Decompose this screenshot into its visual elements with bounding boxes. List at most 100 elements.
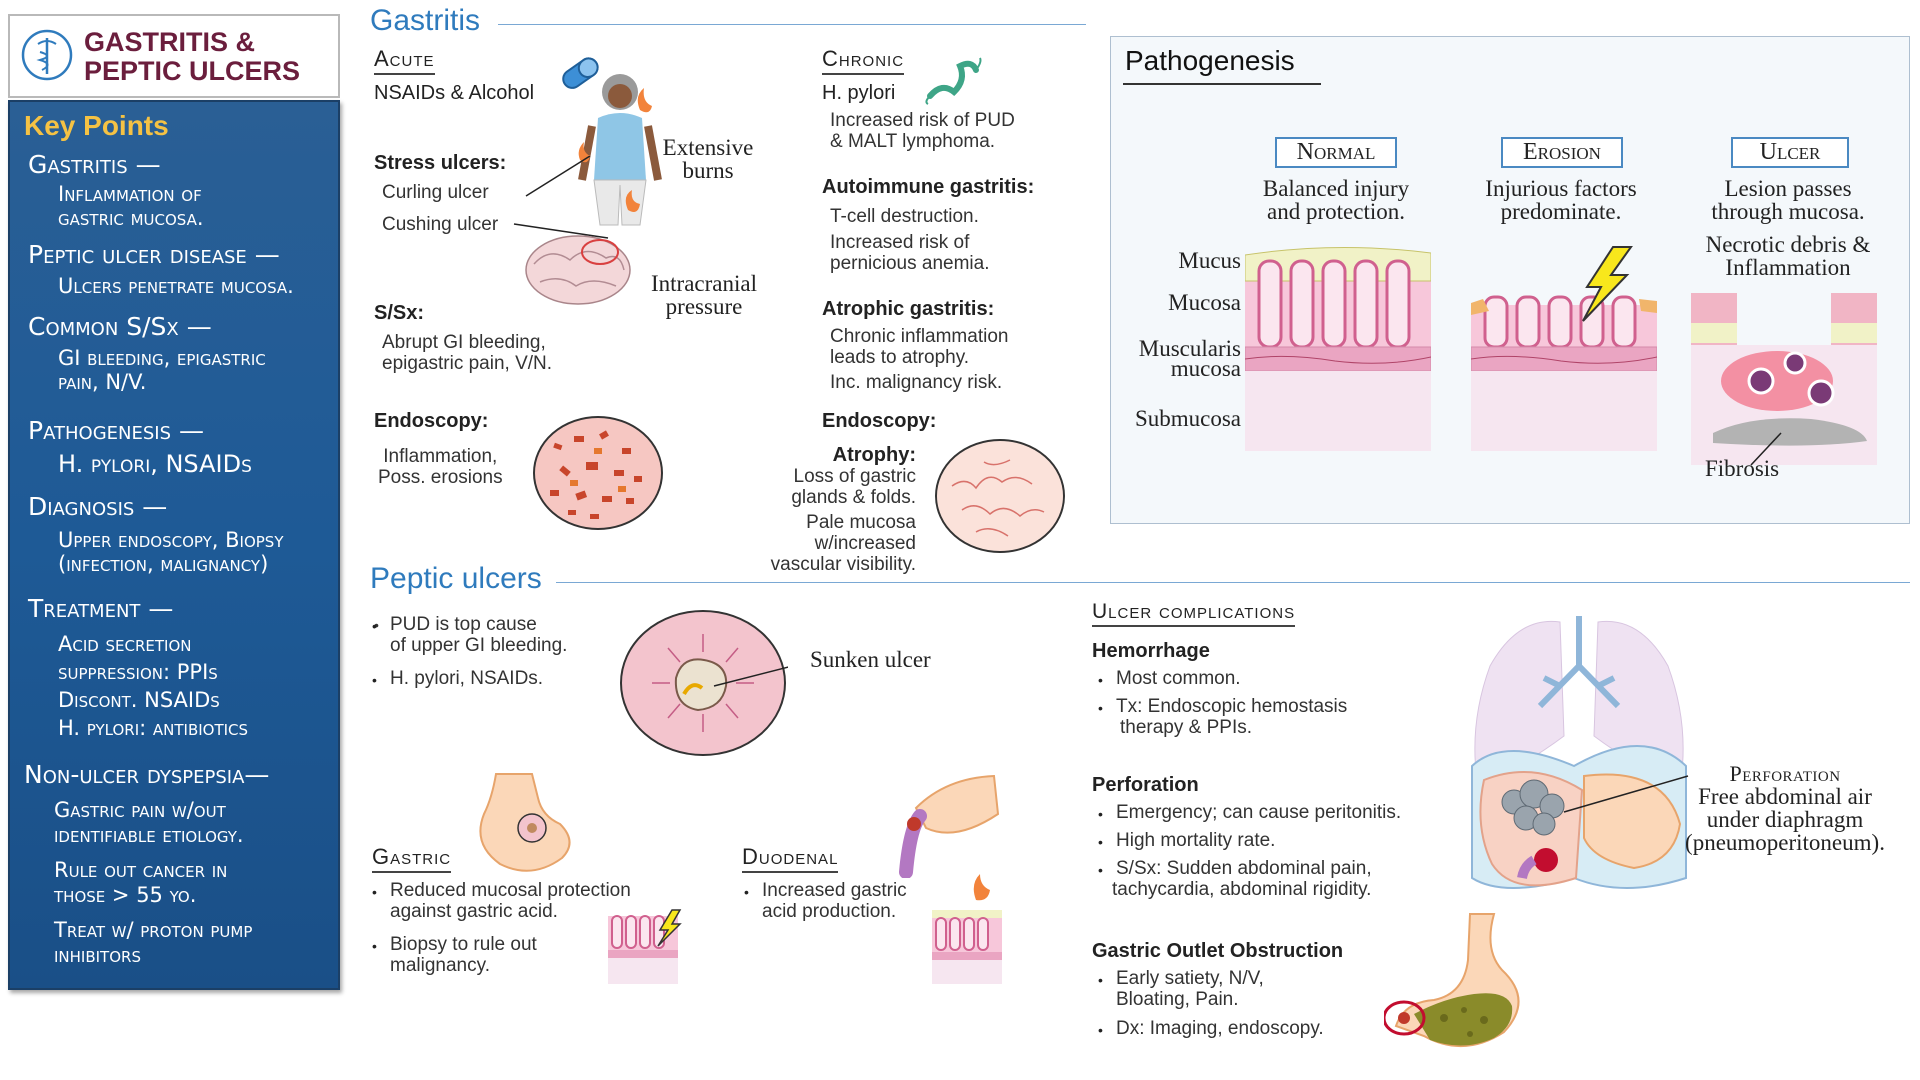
bullet-dot: •: [1098, 862, 1103, 878]
acute-endoscopy-label: Endoscopy:: [374, 410, 489, 432]
ulcer-header: Ulcer: [1731, 137, 1849, 168]
peptic-title: Peptic ulcers: [370, 562, 542, 595]
gastric-stomach-illustration: [479, 773, 571, 872]
gastritis-title: Gastritis: [370, 4, 481, 37]
pathogenesis-box: Pathogenesis Normal Erosion Ulcer Balanc…: [1110, 36, 1910, 524]
ssx-text: Abrupt GI bleeding,epigastric pain, V/N.: [382, 332, 553, 374]
bullet-dot: •: [1098, 806, 1103, 822]
perforation-label: Perforation Free abdominal air under dia…: [1685, 761, 1885, 855]
acute-header: Acute: [374, 46, 435, 75]
kp-treatment: Treatment —: [28, 594, 174, 623]
layer-submucosa: Submucosa: [1134, 406, 1241, 431]
layer-mucosa: Mucosa: [1168, 290, 1241, 315]
acute-cause: NSAIDs & Alcohol: [374, 82, 535, 104]
caduceus-icon: [21, 29, 73, 81]
kp-pud: Peptic ulcer disease —: [28, 240, 280, 269]
kp-pathogenesis: Pathogenesis —: [28, 416, 204, 445]
gastric-tissue-icon: [608, 909, 682, 984]
kp-gastritis: Gastritis —: [28, 150, 161, 179]
acute-endoscopy-image: [533, 416, 663, 530]
chronic-header: Chronic: [822, 46, 905, 75]
goo-title: Gastric Outlet Obstruction: [1092, 940, 1344, 962]
autoimmune-1: T-cell destruction.: [830, 206, 979, 227]
perforation-b2: High mortality rate.: [1116, 830, 1276, 851]
bullet-dot: •: [372, 672, 377, 688]
autoimmune-label: Autoimmune gastritis:: [822, 176, 1035, 198]
bullet-dot: •: [1098, 834, 1103, 850]
pathogenesis-title: Pathogenesis: [1125, 45, 1295, 76]
brain-illustration: [525, 235, 631, 305]
bullet-dot: •: [372, 884, 377, 900]
ssx-label: S/Sx:: [374, 302, 425, 324]
pathogenesis-underline: [1123, 83, 1321, 85]
title-box: GASTRITIS & PEPTIC ULCERS: [8, 14, 340, 98]
duodenal-illustration: [899, 774, 1000, 878]
layer-mucus: Mucus: [1178, 248, 1241, 273]
stress-ulcers-label: Stress ulcers:: [374, 152, 507, 174]
atrophic-2: Inc. malignancy risk.: [830, 372, 1003, 393]
bacteria-icon: [925, 57, 982, 105]
peptic-divider: [556, 582, 1910, 583]
erosion-header: Erosion: [1501, 137, 1623, 168]
normal-header: Normal: [1275, 137, 1397, 168]
ulcer-endoscopy-image: [620, 610, 788, 756]
hemorrhage-b1: Most common.: [1116, 668, 1241, 689]
chronic-endoscopy-image: [935, 439, 1065, 553]
perforation-b3: S/Sx: Sudden abdominal pain,tachycardia,…: [1112, 858, 1372, 900]
cushing-ulcer: Cushing ulcer: [382, 214, 499, 235]
pill-icon: [562, 57, 599, 89]
bullet-dot: •: [1098, 1022, 1103, 1038]
duodenal-header: Duodenal: [742, 844, 839, 873]
kp-diagnosis: Diagnosis —: [28, 492, 168, 521]
hemorrhage-title: Hemorrhage: [1092, 640, 1210, 662]
acute-endoscopy-text: Inflammation,Poss. erosions: [378, 446, 503, 488]
gastric-header: Gastric: [372, 844, 452, 873]
outlet-obstruction-illustration: [1384, 913, 1520, 1047]
bullet-dot: •: [1098, 700, 1103, 716]
goo-b2: Dx: Imaging, endoscopy.: [1116, 1018, 1324, 1039]
perforation-illustration: [1471, 616, 1689, 889]
kp-ssx: Common S/Sx —: [28, 312, 212, 341]
kp-diagnosis-sub: Upper endoscopy, Biopsy(infection, malig…: [58, 528, 284, 576]
bullet-dot: •: [372, 938, 377, 954]
fibrosis-label: Fibrosis: [1705, 456, 1780, 481]
hpylori-label: H. pylori: [822, 82, 896, 104]
normal-tissue-illustration: [1245, 246, 1431, 451]
sunken-ulcer-label: Sunken ulcer: [810, 647, 931, 672]
duodenal-tissue-icon: [932, 874, 1002, 984]
chronic-endoscopy-label: Endoscopy:: [822, 410, 937, 432]
burn-patient-illustration: [578, 74, 662, 226]
erosion-tissue-illustration: [1471, 246, 1657, 451]
bullet-dot: •: [1098, 972, 1103, 988]
bullet-dot: •: [372, 618, 377, 634]
curling-ulcer: Curling ulcer: [382, 182, 489, 203]
atrophy-label: Atrophy:: [832, 444, 916, 466]
bullet-dot: •: [1098, 672, 1103, 688]
peptic-bullet-2: H. pylori, NSAIDs.: [390, 668, 544, 689]
stress-ulcer-pointers: [513, 156, 609, 239]
page-title: GASTRITIS & PEPTIC ULCERS: [84, 27, 301, 86]
atrophic-label: Atrophic gastritis:: [822, 298, 995, 320]
kp-dyspepsia: Non-ulcer dyspepsia—: [24, 760, 270, 789]
ulcer-tissue-illustration: [1691, 293, 1877, 466]
perforation-b1: Emergency; can cause peritonitis.: [1116, 802, 1402, 823]
gastritis-divider: [498, 24, 1086, 25]
